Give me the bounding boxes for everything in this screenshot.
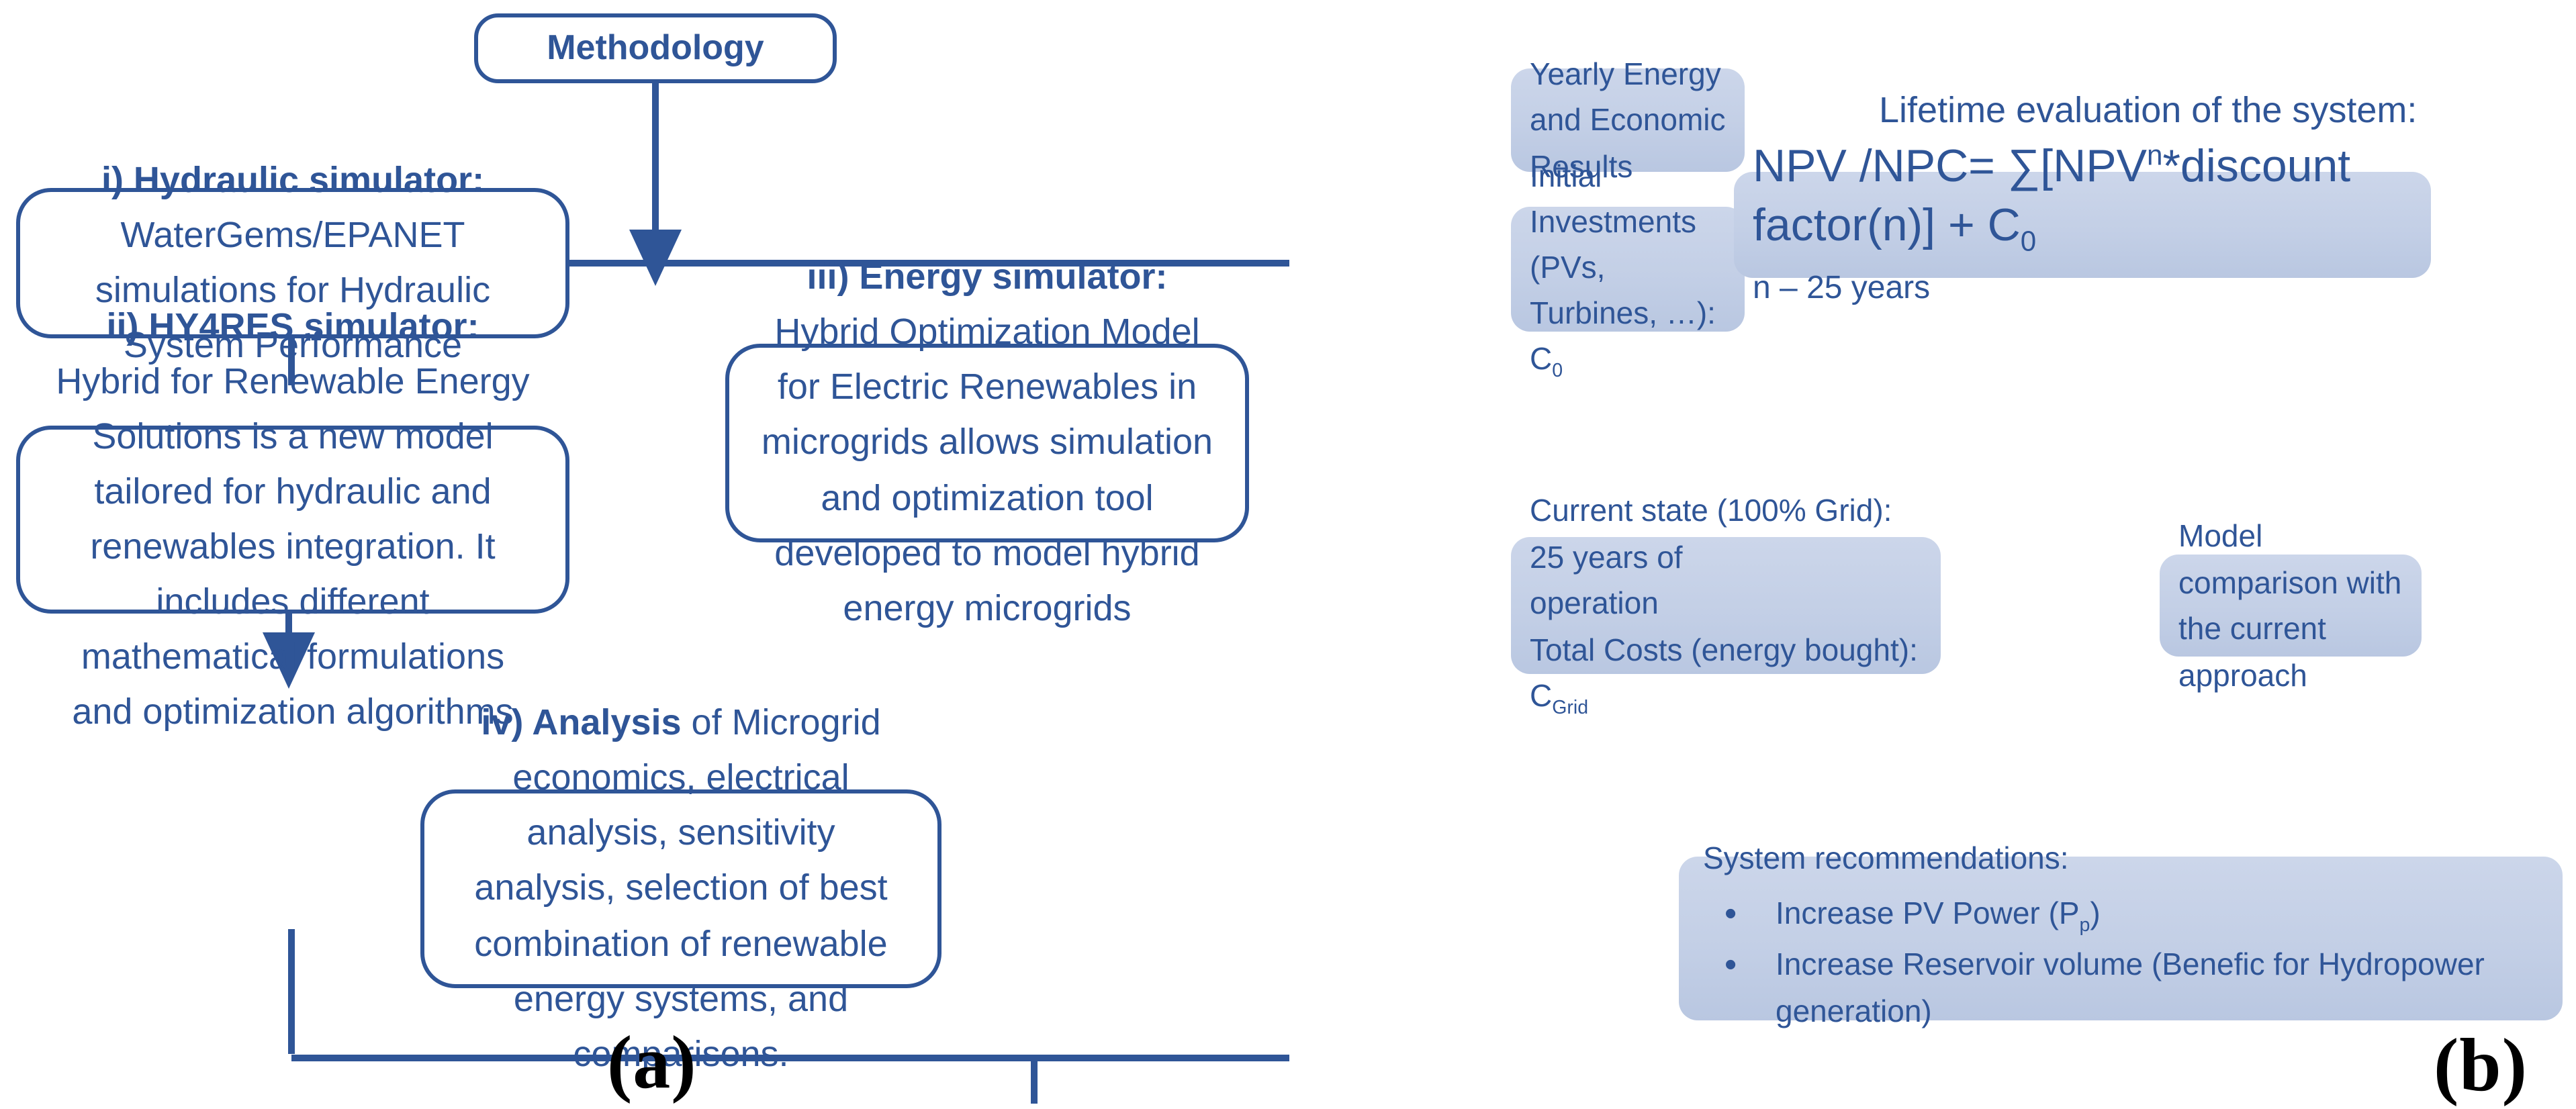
node-hydraulic-simulator[interactable]: i) Hydraulic simulator: WaterGems/EPANET… (16, 160, 569, 365)
node-yearly-results-label: Yearly Energy and Economic Results (1530, 56, 1726, 184)
node-yearly-results[interactable]: Yearly Energy and Economic Results (1511, 56, 1745, 184)
node-initial-investments-line1: Initial Investments (1530, 158, 1696, 239)
node-analysis-index: iv) Analysis (481, 702, 682, 743)
node-energy-simulator[interactable]: iii) Energy simulator: Hybrid Optimizati… (725, 257, 1249, 628)
node-analysis-body: of Microgrid economics, electrical analy… (474, 702, 888, 1074)
node-energy-simulator-body: Hybrid Optimization Model for Electric R… (761, 311, 1213, 628)
node-npv-formula-expression: NPV /NPC= ∑[NPVn*discount factor(n)] + C… (1753, 141, 2351, 258)
node-analysis[interactable]: iv) Analysis of Microgrid economics, ele… (420, 703, 941, 1073)
node-initial-investments-subscript: 0 (1552, 360, 1563, 382)
node-initial-investments-line3: C0 (1530, 340, 1563, 382)
bullet-icon: • (1724, 893, 1737, 934)
node-hy4res-simulator[interactable]: ii) HY4RES simulator: Hybrid for Renewab… (16, 306, 569, 732)
node-energy-simulator-index: iii) Energy simulator: (807, 256, 1168, 297)
node-hydraulic-simulator-body: WaterGems/EPANET simulations for Hydraul… (95, 214, 491, 366)
node-current-state-line2: operation (1530, 585, 1659, 621)
lifetime-evaluation-label: Lifetime evaluation of the system: (1879, 90, 2418, 130)
flowchart-panel-b: Yearly Energy and Economic Results Initi… (1289, 0, 2576, 1108)
node-energy-simulator-text: iii) Energy simulator: Hybrid Optimizati… (759, 250, 1215, 636)
node-model-comparison-line2: the current approach (2178, 611, 2326, 692)
node-methodology-label: Methodology (547, 27, 764, 68)
recommendations-title: System recommendations: (1703, 840, 2069, 876)
npv-exponent: n (2146, 141, 2163, 173)
node-current-state[interactable]: Current state (100% Grid): 25 years of o… (1511, 493, 1941, 719)
node-model-comparison[interactable]: Model comparison with the current approa… (2160, 518, 2422, 692)
node-methodology[interactable]: Methodology (474, 13, 837, 83)
node-initial-investments[interactable]: Initial Investments (PVs, Turbines, …): … (1511, 158, 1745, 382)
bullet-icon: • (1724, 944, 1737, 985)
node-model-comparison-line1: Model comparison with (2178, 518, 2402, 599)
panel-a-caption: (a) (607, 1022, 697, 1105)
node-current-state-line1: Current state (100% Grid): 25 years of (1530, 493, 1892, 575)
node-hydraulic-simulator-text: i) Hydraulic simulator: WaterGems/EPANET… (50, 153, 536, 373)
panel-b-caption: (b) (2434, 1024, 2528, 1108)
node-system-recommendations[interactable]: System recommendations: •Increase PV Pow… (1679, 841, 2563, 1029)
node-analysis-text: iv) Analysis of Microgrid economics, ele… (454, 696, 908, 1081)
recommendation-item-2[interactable]: •Increase Reservoir volume (Benefic for … (1703, 942, 2538, 1040)
node-npv-years-note: n – 25 years (1753, 269, 1931, 306)
node-hydraulic-simulator-index: i) Hydraulic simulator: (101, 159, 485, 200)
node-hy4res-simulator-body: Hybrid for Renewable Energy Solutions is… (56, 360, 530, 732)
node-current-state-subscript: Grid (1552, 697, 1589, 720)
npv-c0-subscript: 0 (2020, 226, 2037, 258)
flowchart-panel-a: Methodology i) Hydraulic simulator: Wate… (0, 0, 1289, 1105)
node-npv-formula[interactable]: NPV /NPC= ∑[NPVn*discount factor(n)] + C… (1734, 141, 2431, 305)
recommendation-item-1[interactable]: •Increase PV Power (Pp) (1703, 890, 2538, 942)
node-hy4res-simulator-text: ii) HY4RES simulator: Hybrid for Renewab… (50, 299, 536, 740)
node-current-state-line3: Total Costs (energy bought): CGrid (1530, 632, 1918, 720)
node-initial-investments-line2: (PVs, Turbines, …): (1530, 249, 1716, 330)
node-hy4res-simulator-index: ii) HY4RES simulator: (106, 305, 479, 346)
recommendation-1-subscript: p (2079, 915, 2090, 937)
recommendations-list: •Increase PV Power (Pp) •Increase Reserv… (1703, 890, 2538, 1040)
